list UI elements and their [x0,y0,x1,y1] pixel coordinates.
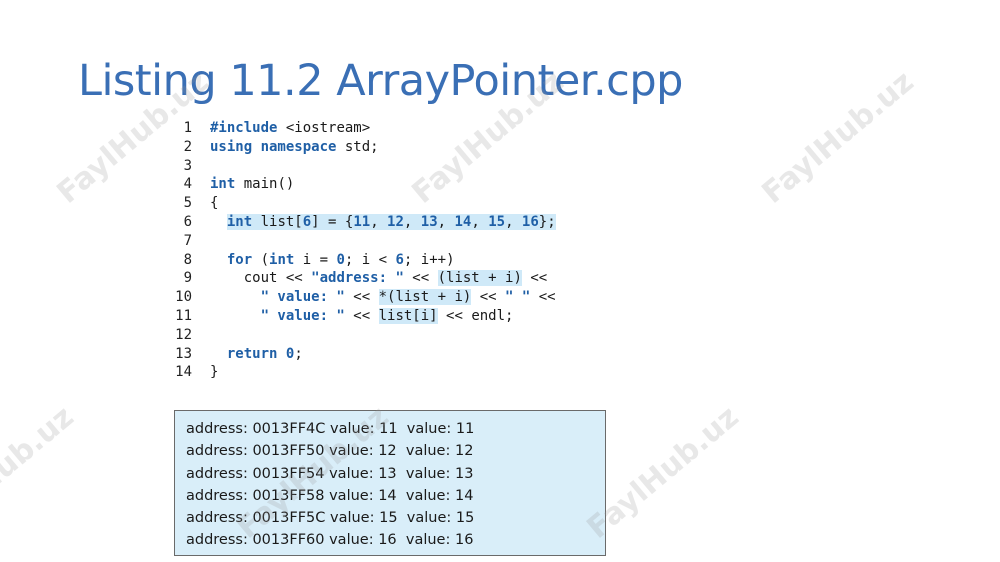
code-token: std; [336,138,379,155]
code-token: 0 [336,251,345,268]
code-token: 0 [285,345,295,362]
code-token: { [210,195,219,212]
code-line: 13 return 0; [172,345,556,364]
line-number: 10 [175,289,192,306]
code-token: 6 [302,213,312,230]
line-number: 14 [175,364,192,381]
output-line: address: 0013FF50 value: 12 value: 12 [186,443,474,460]
code-token: main() [235,176,295,193]
line-number: 4 [183,176,192,193]
code-token: 13 [420,213,438,230]
code-token: "address: " [311,270,404,287]
line-number: 1 [183,120,192,136]
code-token: << [521,270,548,287]
code-token: return [226,345,278,362]
code-line: 9 cout << "address: " << (list + i) << [172,269,556,288]
code-token: 11 [353,213,371,230]
line-number: 8 [183,251,192,268]
code-token: , [403,213,421,230]
code-token: 12 [387,213,404,230]
highlight-pointer-deref: *(list + i) [378,289,472,306]
line-number: 5 [183,195,192,212]
code-token: for [226,251,253,268]
code-listing: 1 #include <iostream> 2 using namespace st… [172,119,556,382]
slide-title: Listing 11.2 ArrayPointer.cpp [78,56,683,106]
code-token: , [471,213,489,230]
code-token: ; i < [344,251,396,268]
code-token: << [344,289,379,306]
code-token: list[ [252,213,303,230]
code-token: ; [294,345,303,362]
code-line: 8 for (int i = 0; i < 6; i++) [172,251,556,270]
code-line: 10 " value: " << *(list + i) << " " << [172,288,556,307]
line-number: 9 [183,270,192,287]
code-token: 14 [454,213,472,230]
code-line: 12 [172,326,556,345]
code-line: 11 " value: " << list[i] << endl; [172,307,556,326]
code-token: ; i++) [403,251,455,268]
code-line: 1 #include <iostream> [172,119,556,138]
code-token: " value: " [260,307,345,324]
code-line: 7 [172,232,556,251]
line-number: 13 [175,345,192,362]
code-line: 6 int list[6] = {11, 12, 13, 14, 15, 16}… [172,213,556,232]
line-number: 12 [175,326,192,343]
code-token: cout << [243,270,312,287]
highlight-array-decl: int list[6] = {11, 12, 13, 14, 15, 16}; [226,213,556,230]
output-line: address: 0013FF54 value: 13 value: 13 [186,465,474,482]
code-token: " " [505,289,531,306]
highlight-pointer-address: (list + i) [437,270,522,287]
code-token: << [344,307,379,324]
output-line: address: 0013FF58 value: 14 value: 14 [186,487,474,504]
code-token: " value: " [260,289,345,306]
code-token: int [210,176,236,193]
code-token: ] = { [311,213,354,230]
code-line: 3 [172,157,556,176]
output-line: address: 0013FF4C value: 11 value: 11 [186,421,475,437]
code-line: 5{ [172,194,556,213]
code-token: i = [294,251,337,268]
code-token: } [210,364,219,381]
code-line: 14} [172,363,556,382]
code-token: 15 [488,213,506,230]
line-number: 7 [183,232,192,249]
line-number: 11 [175,307,192,324]
code-token [277,346,285,362]
line-number: 3 [183,157,192,174]
code-token: using namespace [210,138,337,155]
watermark: FaylHub.uz [755,64,921,211]
code-token: #include [210,120,278,136]
code-token: <iostream> [277,120,371,136]
code-token: ( [252,251,270,268]
code-token: }; [538,213,556,230]
output-line: address: 0013FF60 value: 16 value: 16 [186,532,474,549]
code-token: << [471,289,506,306]
code-token: 6 [395,251,404,268]
code-token: int [226,213,253,230]
program-output: address: 0013FF4C value: 11 value: 11 ad… [174,410,606,556]
code-line: 4 int main() [172,175,556,194]
line-number: 2 [183,138,192,155]
code-token: , [370,213,388,230]
code-token: , [505,213,522,230]
code-token: , [437,213,455,230]
watermark: FaylHub.uz [0,399,81,546]
highlight-array-index: list[i] [378,307,438,324]
output-line: address: 0013FF5C value: 15 value: 15 [186,510,475,527]
line-number: 6 [183,213,192,230]
code-line: 2 using namespace std; [172,138,556,157]
code-token: int [269,251,295,268]
code-token: << [530,289,556,306]
code-token: 16 [521,213,539,230]
code-token: << endl; [437,307,514,324]
code-token: << [403,270,438,287]
